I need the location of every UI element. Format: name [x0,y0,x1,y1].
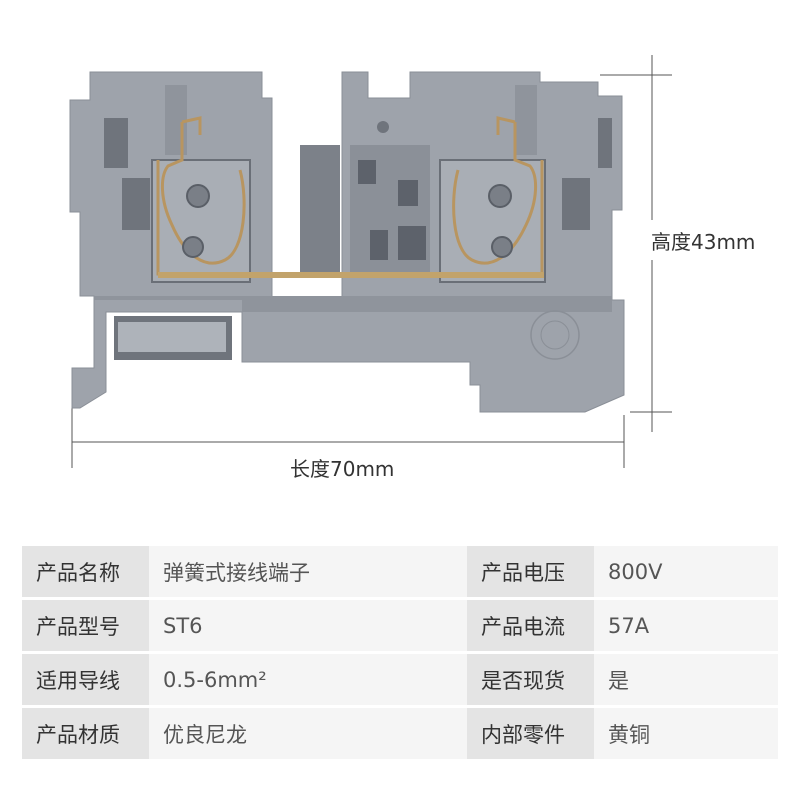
housing [69,71,625,413]
spec-value: 57A [594,598,778,654]
dimension-lines [71,55,672,468]
table-row: 产品名称 弹簧式接线端子 产品电压 800V [22,546,778,600]
spec-label: 产品型号 [22,598,149,654]
terminal-block-product-image [69,55,672,468]
spec-label: 是否现货 [467,652,594,708]
spec-value: 0.5-6mm² [149,652,467,708]
length-dimension-label: 长度70mm [290,457,395,481]
spec-label: 内部零件 [467,706,594,762]
spec-label: 产品名称 [22,546,149,600]
spec-value: 弹簧式接线端子 [149,546,467,600]
spec-value: 是 [594,652,778,708]
spec-label: 产品电流 [467,598,594,654]
spec-label: 产品电压 [467,546,594,600]
spec-value: 黄铜 [594,706,778,762]
spring-holes [182,184,513,258]
spec-table: 产品名称 弹簧式接线端子 产品电压 800V 产品型号 ST6 产品电流 57A… [22,546,778,762]
spec-value: 800V [594,546,778,600]
busbar [158,272,544,278]
table-row: 适用导线 0.5-6mm² 是否现货 是 [22,652,778,708]
spec-value: ST6 [149,598,467,654]
table-row: 产品型号 ST6 产品电流 57A [22,598,778,654]
spec-value: 优良尼龙 [149,706,467,762]
table-row: 产品材质 优良尼龙 内部零件 黄铜 [22,706,778,762]
spec-label: 产品材质 [22,706,149,762]
spec-label: 适用导线 [22,652,149,708]
height-dimension-label: 高度43mm [651,230,756,254]
